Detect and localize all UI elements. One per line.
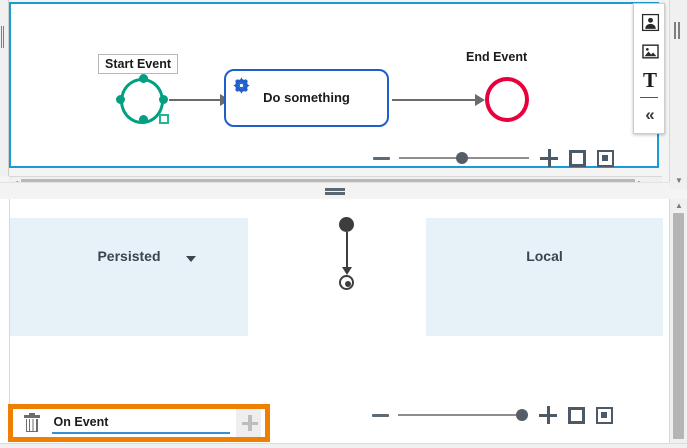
top-vscroll-grip-icon[interactable] (674, 22, 683, 39)
lane-persisted-label: Persisted (97, 248, 161, 264)
activity-edge[interactable] (346, 232, 348, 273)
left-splitter-grip-icon[interactable] (1, 26, 6, 48)
pane-splitter[interactable] (0, 182, 670, 200)
selection-handle-left[interactable] (116, 95, 125, 104)
initial-node[interactable] (339, 217, 354, 232)
final-node[interactable] (339, 275, 354, 290)
collapse-icon-glyph: « (645, 105, 655, 124)
service-task-shape[interactable]: Do something (224, 69, 389, 127)
event-editor-highlight (8, 404, 270, 442)
bottom-vscroll-thumb[interactable] (673, 213, 684, 439)
resize-handle-icon[interactable] (159, 114, 169, 124)
status-bar (0, 443, 687, 448)
splitter-grip-icon[interactable] (325, 188, 345, 195)
left-splitter-rail[interactable] (0, 0, 9, 176)
bpmn-editor-pane: Start Event Do something (0, 0, 687, 190)
fullscreen-icon-bottom[interactable] (568, 406, 585, 424)
editor-side-toolbar: T « (633, 3, 665, 134)
end-event-shape[interactable] (485, 77, 529, 122)
lane-local[interactable]: Local (426, 218, 663, 336)
zoom-slider-bottom[interactable] (398, 409, 528, 421)
actor-icon[interactable] (634, 8, 666, 37)
bpmn-canvas[interactable]: Start Event Do something (9, 2, 659, 168)
zoom-slider[interactable] (399, 152, 529, 164)
bottom-zoom-controls (372, 406, 613, 424)
selection-handle-top[interactable] (139, 74, 148, 83)
text-icon-glyph: T (642, 68, 657, 92)
sequence-flow-2[interactable] (392, 99, 476, 101)
zoom-in-button[interactable] (540, 149, 558, 167)
bottom-vertical-scrollbar[interactable]: ▲ (669, 199, 687, 447)
collapse-icon[interactable]: « (634, 100, 666, 129)
zoom-slider-handle-bottom[interactable] (516, 409, 528, 421)
top-vertical-scrollbar[interactable]: ▼ (669, 0, 687, 189)
start-event-label: Start Event (98, 54, 178, 74)
scroll-down-icon[interactable]: ▼ (675, 176, 683, 185)
gear-icon (233, 77, 250, 94)
zoom-out-button[interactable] (373, 156, 390, 160)
image-icon[interactable] (634, 37, 666, 66)
zoom-out-button-bottom[interactable] (372, 413, 389, 417)
add-event-button[interactable] (235, 409, 261, 437)
lane-local-label: Local (526, 248, 563, 264)
lane-persisted-dropdown-icon[interactable] (186, 256, 196, 262)
delete-icon[interactable] (24, 412, 40, 432)
fit-to-view-icon-bottom[interactable] (596, 406, 613, 424)
service-task-label: Do something (263, 90, 350, 105)
sequence-flow-2-arrow-icon (475, 94, 485, 106)
lane-persisted[interactable]: Persisted (10, 218, 248, 336)
toolbar-divider (640, 97, 658, 98)
event-name-input[interactable] (51, 412, 230, 434)
fullscreen-icon[interactable] (569, 149, 586, 167)
end-event-label: End Event (466, 50, 528, 64)
activity-canvas[interactable]: Persisted Local (9, 199, 663, 424)
top-zoom-controls (373, 149, 614, 167)
activity-edge-arrow-icon (342, 267, 352, 275)
zoom-in-button-bottom[interactable] (539, 406, 557, 424)
fit-to-view-icon[interactable] (597, 149, 614, 167)
zoom-slider-handle[interactable] (456, 152, 468, 164)
selection-handle-right[interactable] (159, 95, 168, 104)
text-icon[interactable]: T (634, 66, 666, 95)
sequence-flow-1[interactable] (169, 99, 221, 101)
selection-handle-bottom[interactable] (139, 115, 148, 124)
scroll-up-icon[interactable]: ▲ (675, 201, 683, 210)
